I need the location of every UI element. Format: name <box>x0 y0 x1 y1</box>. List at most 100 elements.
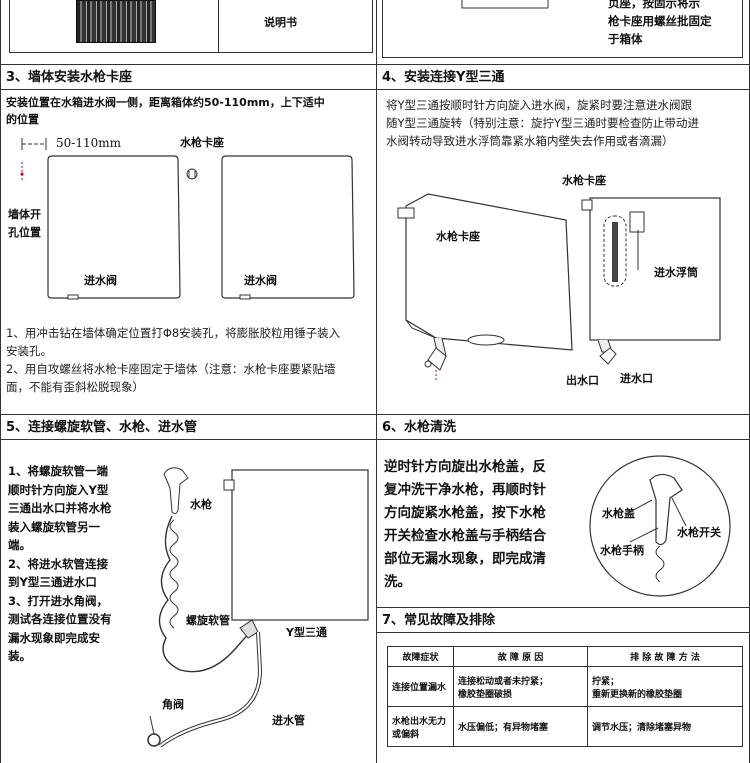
fault-fix: 调节水压；清除堵塞异物 <box>587 706 743 747</box>
gun-holder-label-tank: 水枪卡座 <box>562 174 606 187</box>
inlet-valve-label-left: 进水阀 <box>84 274 117 287</box>
gun-detail-icon <box>649 473 683 546</box>
top-right-note: 页座，按固示将示 枪卡座用螺丝批固定 于箱体 <box>608 0 712 48</box>
section-5-steps: 1、将螺旋软管一端 顺时针方向旋入Y型 三通出水口并将水枪 装入螺旋软管另一 端… <box>8 462 112 666</box>
section-4-diagram <box>397 193 721 382</box>
hose-label: 螺旋软管 <box>186 614 230 627</box>
fault-header-symptom: 故障症状 <box>387 646 454 667</box>
fault-symptom: 水枪出水无力或偏斜 <box>387 706 454 747</box>
section-4-text-line: 将Y型三通按顺时针方向旋入进水阀，旋紧时要注意进水阀跟 <box>386 98 693 112</box>
fault-cause: 连接松动或者未拧紧； 橡胶垫圈破损 <box>453 666 588 707</box>
section-3-step-line: 面，不能有歪斜松脱现象） <box>6 380 144 394</box>
section-6-text-line: 方向旋紧水枪盖，按下水枪 <box>384 505 546 521</box>
dimension-label: 50-110mm <box>56 136 121 150</box>
top-left-frame <box>9 0 373 53</box>
top-right-note-line: 于箱体 <box>608 32 643 46</box>
inlet-label: 进水口 <box>620 372 653 385</box>
tee-label: Y型三通 <box>286 626 327 639</box>
section-5-step-line: 到Y型三通进水口 <box>8 575 97 589</box>
section-5-step-line: 顺时针方向旋入Y型 <box>8 482 109 497</box>
gun-label: 水枪 <box>190 498 212 511</box>
section-6-diagram <box>589 455 731 597</box>
fault-fix-line: 重新更换新的橡胶垫圈 <box>592 689 683 700</box>
section-3-intro-line: 安装位置在水箱进水阀一侧，距离箱体约50-110mm，上下适中 <box>6 96 325 109</box>
top-right-frame <box>382 0 743 58</box>
section-6-text-line: 部位无漏水现象，即完成清 <box>384 551 546 567</box>
outlet-label: 出水口 <box>566 374 599 387</box>
left-tank-outline <box>47 155 181 299</box>
cap-label: 水枪盖 <box>602 507 635 520</box>
section-3-step-line: 1、用冲击钻在墙体确定位置打Φ8安装孔，将膨胀胶粒用锤子装入 <box>6 326 341 340</box>
angle-valve-icon <box>147 733 161 747</box>
section-3-intro: 安装位置在水箱进水阀一侧，距离箱体约50-110mm，上下适中 的位置 <box>6 94 325 128</box>
section-5-step-line: 3、打开进水角阀， <box>8 593 109 608</box>
section-6-text-line: 复冲洗干净水枪，再顺时针 <box>384 482 546 498</box>
fault-cause-line: 水压偏低；有异物堵塞 <box>458 723 549 733</box>
inlet-pipe-label: 进水管 <box>272 714 305 727</box>
section-5-step-line: 1、将螺旋软管一端 <box>8 464 109 478</box>
section-4-text: 将Y型三通按顺时针方向旋入进水阀，旋紧时要注意进水阀跟 随Y型三通旋转（特别注意… <box>386 96 699 150</box>
gun-holder-label: 水枪卡座 <box>180 136 224 149</box>
y-tee-icon <box>239 619 259 639</box>
wall-hole-label-line: 孔位置 <box>8 226 41 239</box>
section-6-title: 6、水枪清洗 <box>376 414 750 440</box>
section-3-intro-line: 的位置 <box>6 113 39 126</box>
section-5-step-line: 三通出水口并将水枪 <box>8 501 112 515</box>
table-row: 水枪出水无力或偏斜 水压偏低；有异物堵塞 调节水压；清除堵塞异物 <box>387 706 743 747</box>
float-label: 进水浮筒 <box>654 266 698 279</box>
spray-gun-icon <box>163 467 189 515</box>
fault-cause-line: 连接松动或者未拧紧； <box>458 676 549 687</box>
coil-hose-icon <box>158 515 251 673</box>
section-5-tank <box>231 469 369 621</box>
right-tank-valve <box>239 294 251 300</box>
section-5-diagram <box>147 467 369 748</box>
section-7-title: 7、常见故障及排除 <box>376 607 750 633</box>
section-6-text-line: 洗。 <box>384 574 411 590</box>
top-cell-divider <box>218 0 219 53</box>
section-5-step-line: 装入螺旋软管另一 <box>8 519 100 534</box>
perspective-tank <box>405 193 573 351</box>
section-5-step-line: 端。 <box>8 538 31 552</box>
table-row: 连接位置漏水 连接松动或者未拧紧； 橡胶垫圈破损 拧紧； 重新更换新的橡胶垫圈 <box>387 666 743 707</box>
switch-label: 水枪开关 <box>677 526 721 539</box>
wall-hole-label-line: 墙体开 <box>8 208 41 221</box>
manual-label: 说明书 <box>264 16 297 29</box>
fault-fix: 拧紧； 重新更换新的橡胶垫圈 <box>587 666 743 707</box>
fault-fix-line: 拧紧； <box>592 676 620 687</box>
gun-holder-label-perspective: 水枪卡座 <box>436 230 480 243</box>
border-left <box>0 0 1 763</box>
top-right-tank-bottom <box>461 0 549 9</box>
section-3-diagram <box>20 138 355 300</box>
section-5-title: 5、连接螺旋软管、水枪、进水管 <box>0 414 377 440</box>
fault-table: 故障症状 故 障 原 因 排 除 故 障 方 法 连接位置漏水 连接松动或者未拧… <box>387 646 743 747</box>
fault-cause-line: 橡胶垫圈破损 <box>458 689 513 700</box>
section-3-steps: 1、用冲击钻在墙体确定位置打Φ8安装孔，将膨胀胶粒用锤子装入 安装孔。 2、用自… <box>6 324 340 396</box>
section-6-text-line: 开关检查水枪盖与手柄结合 <box>384 528 546 544</box>
section-4-title: 4、安装连接Y型三通 <box>376 64 750 90</box>
inlet-pipe-icon <box>158 631 263 748</box>
section-5-step-line: 漏水现象即完成安 <box>8 630 100 645</box>
angle-valve-label: 角阀 <box>162 698 184 711</box>
handle-label: 水枪手柄 <box>600 544 644 557</box>
right-tank-outline <box>221 155 355 299</box>
wall-hole-label: 墙体开 孔位置 <box>8 206 41 242</box>
column-divider <box>376 0 377 763</box>
fault-header-cause: 故 障 原 因 <box>453 646 588 667</box>
section-3-title: 3、墙体安装水枪卡座 <box>0 64 377 90</box>
parts-photo <box>76 0 156 43</box>
section-3-step-line: 安装孔。 <box>6 344 52 358</box>
section-6-text-line: 逆时针方向旋出水枪盖，反 <box>384 459 546 475</box>
fault-symptom: 连接位置漏水 <box>387 666 454 707</box>
section-5-step-line: 装。 <box>8 649 31 663</box>
section-5-step-line: 测试各连接位置没有 <box>8 612 112 626</box>
left-tank-valve <box>67 294 79 300</box>
section-4-text-line: 随Y型三通旋转（特别注意：旋拧Y型三通时要检查防止带动进 <box>386 116 700 130</box>
fault-table-header: 故障症状 故 障 原 因 排 除 故 障 方 法 <box>387 646 743 667</box>
top-right-note-line: 枪卡座用螺丝批固定 <box>608 14 712 28</box>
fault-header-fix: 排 除 故 障 方 法 <box>587 646 743 667</box>
section-5-step-line: 2、将进水软管连接 <box>8 556 109 571</box>
section-4-text-line: 水阀转动导致进水浮筒靠紧水箱内壁失去作用或者滴漏） <box>386 134 674 148</box>
inlet-valve-label-right: 进水阀 <box>244 274 277 287</box>
top-right-note-line: 页座，按固示将示 <box>608 0 700 10</box>
section-3-step-line: 2、用自攻螺丝将水枪卡座固定于墙体（注意：水枪卡座要紧贴墙 <box>6 362 336 376</box>
